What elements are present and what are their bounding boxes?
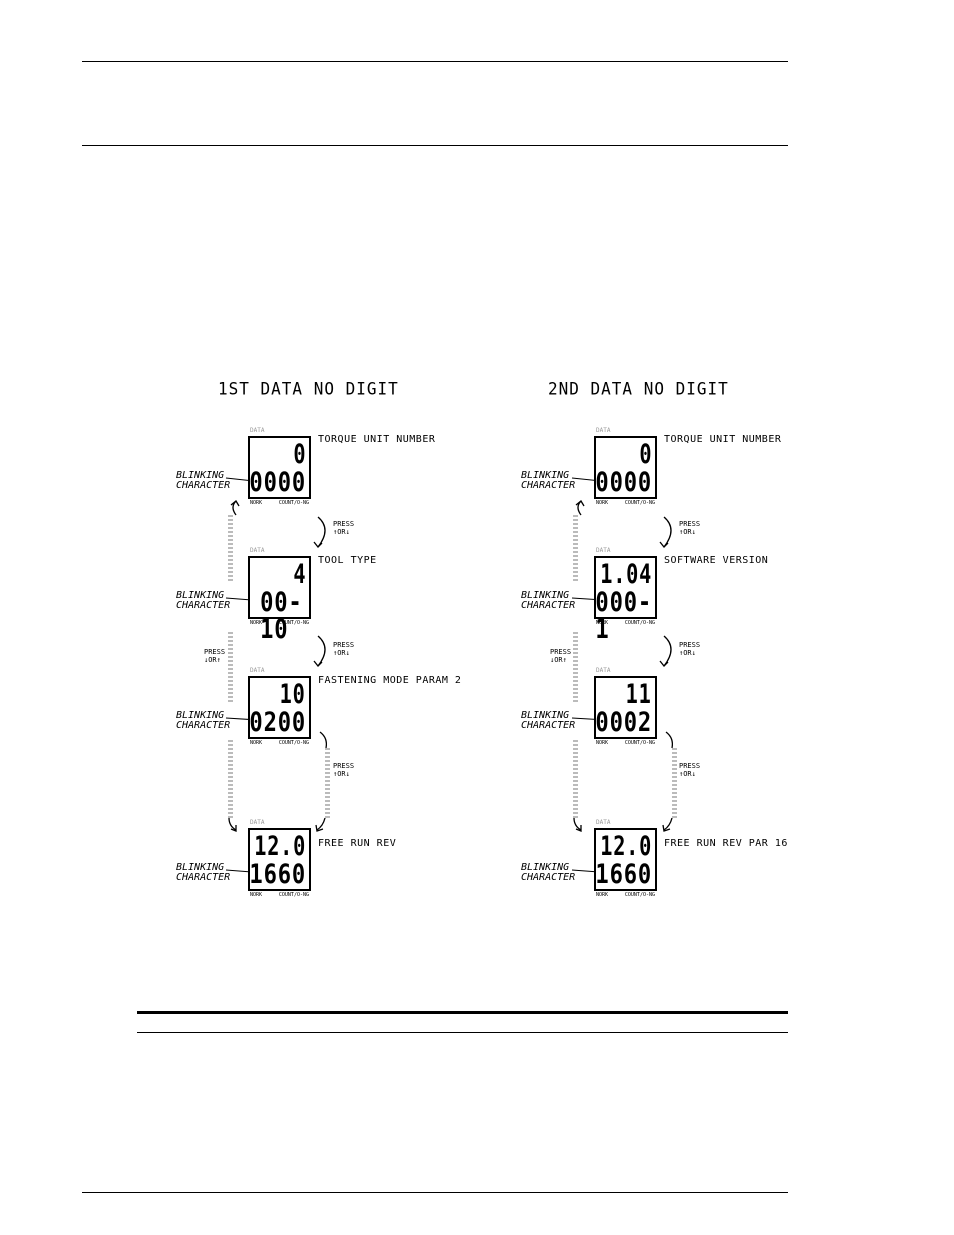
- flow-line: [573, 740, 578, 818]
- lcd-bottom-value: 0002: [595, 707, 652, 738]
- lcd-bottom-value: 000-1: [595, 587, 652, 645]
- arrowhead-icon: [575, 500, 585, 507]
- press-label: PRESS↑OR↓: [333, 641, 355, 657]
- arrowhead-icon: [575, 825, 582, 832]
- curved-arrow-icon: [665, 731, 674, 749]
- header-rule-top: [82, 61, 788, 62]
- curved-arrow-icon: [663, 635, 672, 667]
- lcd-top-value: 12.0: [254, 831, 306, 862]
- lcd-top-value: 0: [639, 439, 652, 470]
- column-title-2nd-digit: 2ND DATA NO DIGIT: [548, 378, 729, 399]
- footer-rule-thin: [137, 1032, 788, 1033]
- lcd-top-value: 0: [293, 439, 306, 470]
- param-label: FREE RUN REV PAR 16: [664, 838, 788, 849]
- lcd-tag: DATA: [596, 819, 611, 826]
- page-bottom-rule: [82, 1192, 788, 1193]
- curved-arrow-icon: [316, 817, 326, 831]
- lcd-bottom-value: 0200: [249, 707, 306, 738]
- lcd-tag: DATA: [250, 667, 265, 674]
- curved-arrow-icon: [228, 817, 237, 831]
- lcd-tag: DATA: [250, 547, 265, 554]
- flow-line: [228, 515, 233, 583]
- arrowhead-icon: [230, 500, 240, 507]
- lcd-top-value: 1.04: [600, 559, 652, 590]
- footer-rule-thick: [137, 1011, 788, 1014]
- press-label: PRESS↑OR↓: [679, 762, 701, 778]
- arrowhead-icon: [659, 660, 669, 667]
- lcd-top-value: 12.0: [600, 831, 652, 862]
- flow-line: [672, 748, 677, 818]
- lcd-tag: DATA: [250, 427, 265, 434]
- param-label: TORQUE UNIT NUMBER: [664, 434, 782, 445]
- flow-line: [573, 515, 578, 583]
- lcd-tag: DATA: [250, 819, 265, 826]
- curved-arrow-icon: [319, 731, 328, 749]
- arrowhead-icon: [313, 541, 323, 548]
- lcd-top-value: 4: [293, 559, 306, 590]
- param-label: TOOL TYPE: [318, 555, 377, 566]
- arrowhead-icon: [313, 660, 323, 667]
- arrowhead-icon: [315, 824, 324, 832]
- flow-line: [228, 632, 233, 702]
- param-label: FREE RUN REV: [318, 838, 397, 849]
- curved-arrow-icon: [663, 817, 673, 831]
- lcd-bottom-value: 00-10: [260, 587, 303, 645]
- flow-line: [325, 748, 330, 818]
- lcd-tag: DATA: [596, 667, 611, 674]
- param-label: SOFTWARE VERSION: [664, 555, 769, 566]
- press-label: PRESS↑OR↓: [333, 762, 355, 778]
- arrowhead-icon: [659, 541, 669, 548]
- press-label: PRESS↓OR↑: [204, 648, 226, 664]
- press-label: PRESS↑OR↓: [679, 520, 701, 536]
- param-label: FASTENING MODE PARAM 2: [318, 675, 462, 686]
- press-label: PRESS↑OR↓: [333, 520, 355, 536]
- lcd-bottom-value: 0000: [249, 467, 306, 498]
- press-label: PRESS↓OR↑: [550, 648, 572, 664]
- curved-arrow-icon: [663, 516, 672, 548]
- lcd-top-value: 11: [626, 679, 652, 710]
- lcd-bottom-value: 1660: [595, 859, 652, 890]
- curved-arrow-icon: [317, 635, 326, 667]
- column-title-1st-digit: 1ST DATA NO DIGIT: [218, 378, 399, 399]
- lcd-top-value: 10: [280, 679, 306, 710]
- header-rule-bottom: [82, 145, 788, 146]
- param-label: TORQUE UNIT NUMBER: [318, 434, 436, 445]
- press-label: PRESS↑OR↓: [679, 641, 701, 657]
- flow-line: [573, 632, 578, 702]
- lcd-tag: DATA: [596, 427, 611, 434]
- arrowhead-icon: [662, 824, 671, 832]
- flow-line: [228, 740, 233, 818]
- curved-arrow-icon: [317, 516, 326, 548]
- lcd-bottom-value: 1660: [249, 859, 306, 890]
- lcd-tag: DATA: [596, 547, 611, 554]
- arrowhead-icon: [230, 825, 237, 832]
- curved-arrow-icon: [573, 817, 582, 831]
- lcd-bottom-value: 0000: [595, 467, 652, 498]
